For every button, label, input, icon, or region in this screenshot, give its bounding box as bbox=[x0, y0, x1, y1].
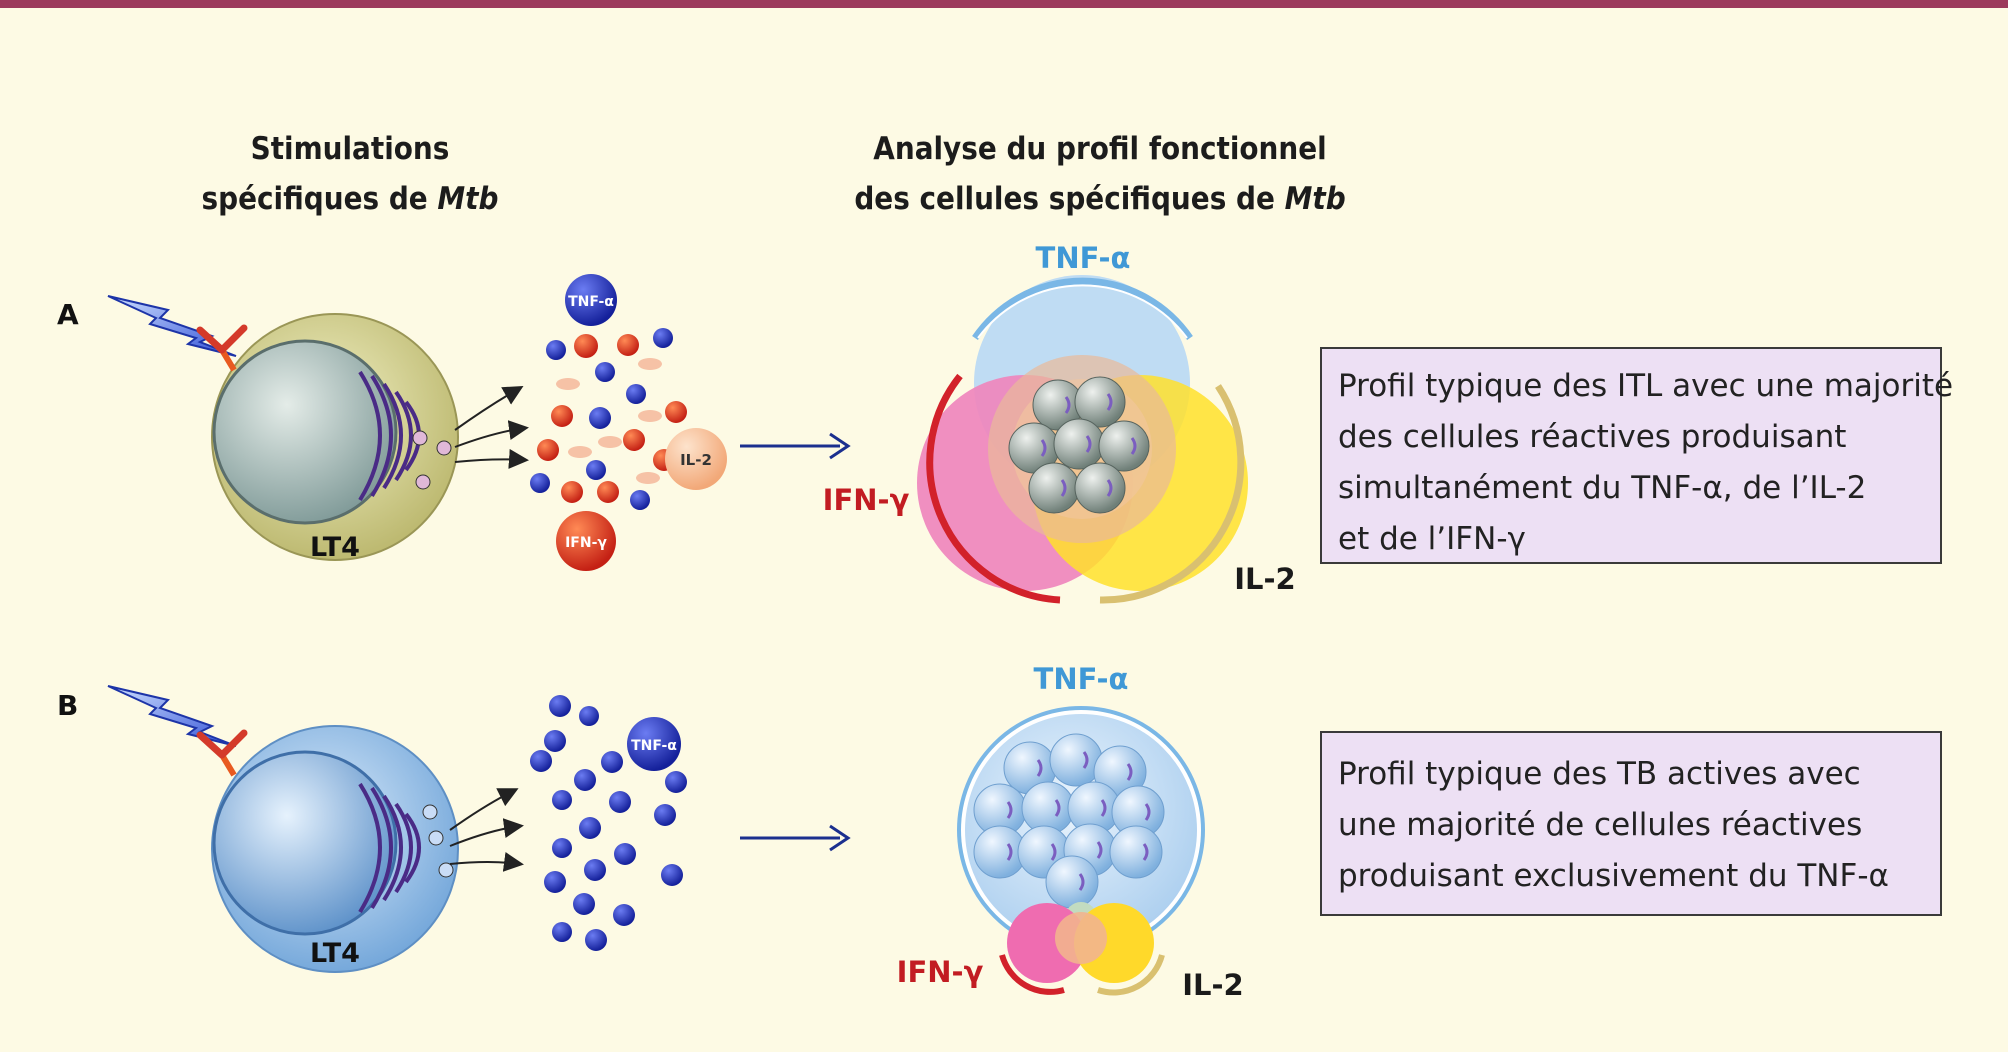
il2-arc-a bbox=[1099, 384, 1245, 604]
venn-label-il2-b: IL-2 bbox=[1182, 968, 1243, 1002]
profile-box-a: Profil typique des ITL avec une majorité… bbox=[1320, 347, 1954, 564]
analysis-header-line1: Analyse du profil fonctionnel bbox=[873, 131, 1327, 167]
lightning-bolt-icon-a bbox=[107, 295, 237, 357]
stimulations-header: Stimulations spécifiques de Mtb bbox=[160, 124, 540, 224]
venn-label-ifn-a: IFN-γ bbox=[823, 483, 910, 517]
tnf-ball-b: TNF-α bbox=[627, 717, 681, 771]
ifn-arc-b bbox=[999, 954, 1065, 995]
stimulations-header-line2: spécifiques de Mtb bbox=[160, 174, 540, 224]
profile-a-line-3: simultanément du TNF-α, de l’IL-2 bbox=[1338, 470, 1867, 506]
profile-b-line-2: une majorité de cellules réactives bbox=[1338, 807, 1863, 843]
lightning-bolt-icon-b bbox=[107, 685, 237, 747]
cytokine-dots-b bbox=[530, 695, 687, 951]
svg-text:IL-2: IL-2 bbox=[680, 451, 712, 469]
golgi-icon-b bbox=[358, 782, 421, 914]
venn-diagram-a bbox=[917, 275, 1248, 604]
profile-box-b: Profil typique des TB actives avec une m… bbox=[1320, 731, 1942, 916]
top-border-bar bbox=[0, 0, 2008, 8]
analysis-header: Analyse du profil fonctionnel des cellul… bbox=[820, 124, 1380, 224]
receptor-icon-b bbox=[196, 729, 248, 777]
secretion-arrows-b bbox=[449, 788, 524, 872]
secretion-arrows-a bbox=[454, 386, 529, 469]
vesicle-b1 bbox=[422, 804, 438, 820]
vesicle-a2 bbox=[436, 440, 452, 456]
profile-a-line-1: Profil typique des ITL avec une majorité bbox=[1338, 368, 1954, 404]
cell-label-a: LT4 bbox=[310, 532, 360, 563]
cell-label-b: LT4 bbox=[310, 938, 360, 969]
profile-a-line-4: et de l’IFN-γ bbox=[1338, 521, 1526, 557]
ifn-arc-a bbox=[926, 373, 1061, 604]
cell-cluster-b bbox=[973, 733, 1165, 909]
vesicle-a1 bbox=[412, 430, 428, 446]
analysis-header-italic: Mtb bbox=[1284, 181, 1346, 217]
svg-text:TNF-α: TNF-α bbox=[568, 294, 614, 310]
analysis-header-line2: des cellules spécifiques de Mtb bbox=[820, 174, 1380, 224]
vesicle-a3 bbox=[415, 474, 431, 490]
analysis-header-prefix: des cellules spécifiques de bbox=[854, 181, 1285, 217]
stimulations-header-italic: Mtb bbox=[437, 181, 499, 217]
venn-label-tnf-b: TNF-α bbox=[1034, 662, 1129, 696]
golgi-icon-a bbox=[358, 370, 421, 502]
cell-lt4-b: LT4 bbox=[196, 725, 459, 973]
profile-b-line-3: produisant exclusivement du TNF-α bbox=[1338, 858, 1889, 894]
stimulations-header-line1: Stimulations bbox=[250, 131, 450, 167]
flow-arrow-b bbox=[740, 824, 851, 852]
ifn-ball-a: IFN-γ bbox=[556, 511, 616, 571]
profile-a-line-2: des cellules réactives produisant bbox=[1338, 419, 1847, 455]
profile-b-line-1: Profil typique des TB actives avec bbox=[1338, 756, 1861, 792]
vesicle-b2 bbox=[428, 830, 444, 846]
svg-text:TNF-α: TNF-α bbox=[631, 738, 677, 754]
receptor-icon-a bbox=[196, 324, 248, 372]
venn-label-ifn-b: IFN-γ bbox=[897, 955, 984, 989]
svg-text:IFN-γ: IFN-γ bbox=[565, 535, 607, 551]
panel-a-letter: A bbox=[57, 298, 79, 331]
tnf-arc-a bbox=[972, 277, 1193, 340]
venn-label-tnf-a: TNF-α bbox=[1036, 241, 1131, 275]
panel-b-letter: B bbox=[57, 689, 78, 722]
flow-arrow-a bbox=[740, 432, 851, 460]
cell-lt4-a: LT4 bbox=[196, 313, 459, 563]
il2-ball-a: IL-2 bbox=[665, 428, 727, 490]
venn-diagram-b bbox=[957, 706, 1205, 996]
cell-cluster-a bbox=[1008, 376, 1150, 514]
venn-label-il2-a: IL-2 bbox=[1234, 562, 1295, 596]
il2-arc-b bbox=[1097, 954, 1165, 996]
stimulations-header-prefix: spécifiques de bbox=[201, 181, 438, 217]
vesicle-b3 bbox=[438, 862, 454, 878]
nucleus-a bbox=[212, 339, 398, 525]
nucleus-b bbox=[212, 750, 398, 936]
cytokine-dots-a bbox=[530, 328, 687, 510]
tnf-ball-a: TNF-α bbox=[565, 274, 617, 326]
